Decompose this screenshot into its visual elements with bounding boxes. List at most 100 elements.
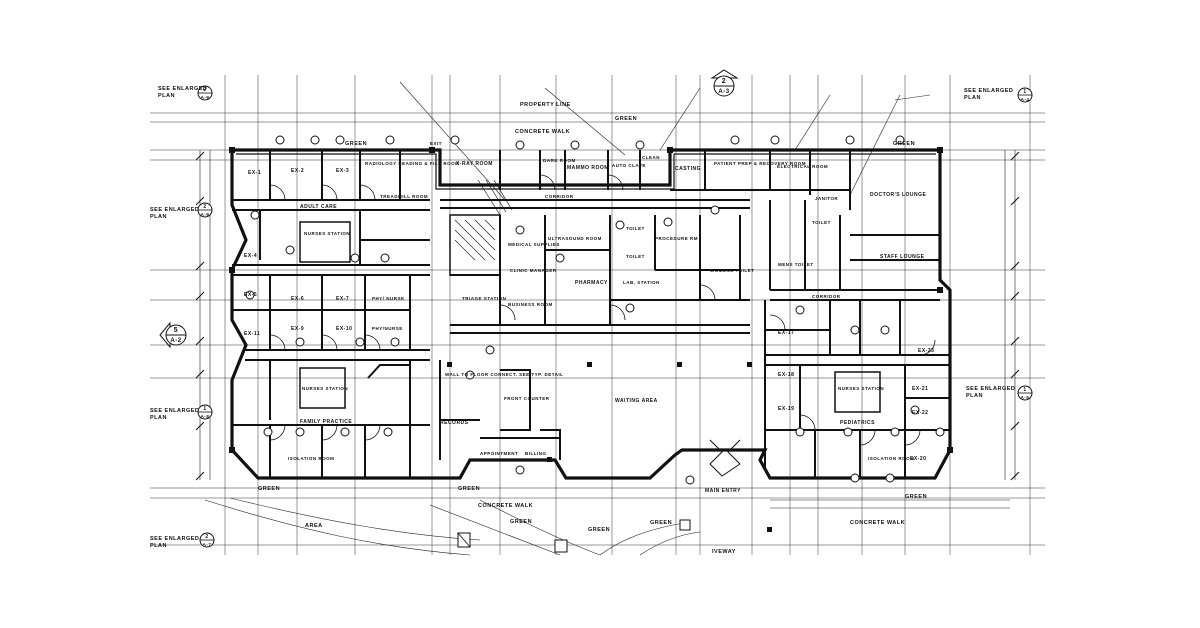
room-corridor-2: CORRIDOR <box>812 294 841 299</box>
callout-text: SEE ENLARGED PLAN SEE ENLARGED PLAN SEE … <box>150 86 1015 549</box>
see-enlarged-tl-2: PLAN <box>158 93 175 99</box>
room-isolation-1: ISOLATION ROOM <box>288 456 334 461</box>
site-paving <box>204 497 1010 556</box>
room-front-counter: FRONT COUNTER <box>504 396 550 401</box>
room-nurses-station-1: NURSES STATION <box>304 231 350 236</box>
room-ex-19: EX-19 <box>778 406 794 412</box>
room-ex-22: EX-22 <box>912 410 928 416</box>
bubble-ml-number: 2 <box>203 204 206 210</box>
bubble-bbl-number: 2 <box>205 534 208 540</box>
see-enlarged-bbl-1: SEE ENLARGED <box>150 536 199 542</box>
label-concrete-walk-bottom-a: CONCRETE WALK <box>478 503 533 509</box>
room-staff-lounge: STAFF LOUNGE <box>880 254 925 260</box>
bubble-bl-number: 1 <box>203 406 206 412</box>
room-medical-supplies: MEDICAL SUPPLIES <box>508 242 560 247</box>
label-green-top: GREEN <box>615 116 637 122</box>
grid-lines <box>150 75 1045 555</box>
room-appointment: APPOINTMENT <box>480 451 518 456</box>
room-procedure: PROCEDURE RM <box>655 236 698 241</box>
room-ex-17: EX-17 <box>778 330 794 336</box>
room-nurses-station-3: NURSES STATION <box>838 386 884 391</box>
see-enlarged-br-1: SEE ENLARGED <box>966 386 1015 392</box>
reference-bubbles: 2 A-3 5 A-2 2 A-9 2 A-8 1 A-8 <box>159 69 1033 548</box>
label-green-walk-a: GREEN <box>510 519 532 525</box>
room-adult-care: ADULT CARE <box>300 204 337 210</box>
room-autoclave: AUTO CLAVE <box>612 163 646 168</box>
label-property-line: PROPERTY LINE <box>520 102 571 108</box>
bubble-top-number: 2 <box>722 78 726 85</box>
room-mammo: MAMMO ROOM <box>567 165 609 171</box>
label-driveway: IVEWAY <box>712 549 736 555</box>
room-radiology: RADIOLOGY READING & FILE ROOM <box>365 161 459 166</box>
room-ex-20: EX-20 <box>910 456 926 462</box>
bubble-ml-sheet: A-8 <box>201 212 210 217</box>
room-ex-6: EX-6 <box>291 296 304 302</box>
room-ex-7: EX-7 <box>336 296 349 302</box>
interior-walls <box>232 150 950 478</box>
bubble-tl-sheet: A-9 <box>201 95 210 100</box>
room-labels: EX-1 EX-2 EX-3 EX-4 EX-5 EX-6 EX-7 EX-9 … <box>244 141 934 494</box>
see-enlarged-br-2: PLAN <box>966 393 983 399</box>
room-doctors-lounge: DOCTOR'S LOUNGE <box>870 192 927 198</box>
label-green-right-top: GREEN <box>893 141 915 147</box>
door-swings <box>269 174 936 446</box>
room-toilet-2: TOILET <box>626 254 645 259</box>
see-enlarged-bl-1: SEE ENLARGED <box>150 408 199 414</box>
bubble-bl: 1 A-8 <box>197 404 213 420</box>
bubble-top-sheet: A-3 <box>718 89 729 95</box>
room-ex-1: EX-1 <box>248 170 261 176</box>
room-phy-nurse-2: PHY/NURSE <box>372 326 403 331</box>
label-green-bottom-right: GREEN <box>905 494 927 500</box>
room-ex-11: EX-11 <box>244 331 260 337</box>
room-exit: EXIT <box>430 141 442 146</box>
see-enlarged-bl-2: PLAN <box>150 415 167 421</box>
label-area-left: AREA <box>305 523 323 529</box>
room-ex-10: EX-10 <box>336 326 352 332</box>
room-clean: CLEAN <box>642 155 660 160</box>
label-green-left-top: GREEN <box>345 141 367 147</box>
stair-hatch <box>454 179 513 261</box>
site-labels: GREEN GREEN GREEN GREEN GREEN GREEN GREE… <box>258 102 927 555</box>
room-ultrasound: ULTRASOUND ROOM <box>548 236 602 241</box>
room-darkroom: DARK ROOM <box>543 158 576 163</box>
room-electrical: ELECTRICAL ROOM <box>777 164 828 169</box>
bubble-tr-sheet: A-4 <box>1021 97 1030 102</box>
label-green-bottom-left: GREEN <box>258 486 280 492</box>
column-markers <box>229 147 953 532</box>
see-enlarged-ml-2: PLAN <box>150 214 167 220</box>
bubble-bbl-sheet: A-7 <box>203 542 212 547</box>
bubble-bbl: 2 A-7 <box>199 532 215 548</box>
room-ex-3: EX-3 <box>336 168 349 174</box>
wall-note: WALL TO FLOOR CONNECT. SEE TYP. DETAIL <box>445 372 563 377</box>
section-marker-left: 5 A-2 <box>159 321 187 349</box>
room-xray: X-RAY ROOM <box>456 161 493 167</box>
room-pediatrics: PEDIATRICS <box>840 420 875 426</box>
bubble-tr: 1 A-4 <box>1017 87 1033 103</box>
bubble-ml: 2 A-8 <box>197 202 213 218</box>
see-enlarged-bbl-2: PLAN <box>150 543 167 549</box>
door-tags <box>245 135 945 485</box>
see-enlarged-tr-2: PLAN <box>964 95 981 101</box>
bubble-br: 1 A-5 <box>1017 385 1033 401</box>
bubble-tl-number: 2 <box>203 87 206 93</box>
room-business: BUSINESS ROOM <box>508 302 553 307</box>
bubble-br-sheet: A-5 <box>1021 395 1030 400</box>
room-ex-4: EX-4 <box>244 253 257 259</box>
room-isolation-2: ISOLATION ROOM <box>868 456 914 461</box>
room-pharmacy: PHARMACY <box>575 280 608 286</box>
room-janitor: JANITOR <box>815 196 838 201</box>
room-toilet-1: TOILET <box>626 226 645 231</box>
room-toilet-3: TOILET <box>812 220 831 225</box>
room-family-practice: FAMILY PRACTICE <box>300 419 352 425</box>
bubble-left-sheet: A-2 <box>170 338 181 344</box>
room-lab-station: LAB. STATION <box>623 280 660 285</box>
room-patient-prep: PATIENT PREP & RECOVERY ROOM <box>714 161 806 166</box>
room-triage: TRIAGE STATION <box>462 296 506 301</box>
bubble-br-number: 1 <box>1023 387 1026 393</box>
room-ex-9: EX-9 <box>291 326 304 332</box>
see-enlarged-tr-1: SEE ENLARGED <box>964 88 1013 94</box>
room-phy-nurse-1: PHY/ NURSE <box>372 296 405 301</box>
room-ex-5: EX-5 <box>244 292 257 298</box>
room-casting: CASTING <box>675 166 701 172</box>
